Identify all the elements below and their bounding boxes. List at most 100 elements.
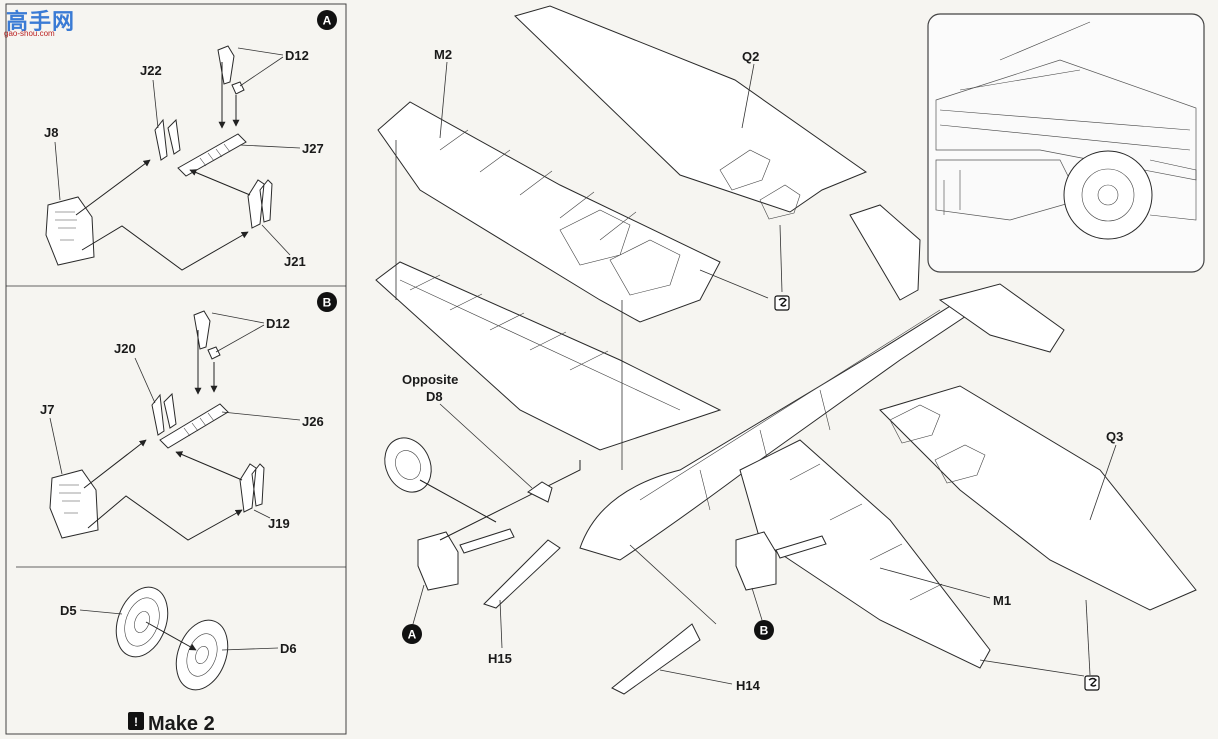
label-j20: J20	[114, 341, 136, 356]
label-j7: J7	[40, 402, 54, 417]
label-d12-a: D12	[285, 48, 309, 63]
label-d8: D8	[426, 389, 443, 404]
leader-j27	[239, 144, 301, 149]
part-lower-wing-ribs	[399, 274, 681, 411]
label-m2: M2	[434, 47, 452, 62]
leader-j19	[253, 509, 271, 519]
guide-m2-to-sensor	[699, 269, 769, 299]
label-j19: J19	[268, 516, 290, 531]
detail-inset-lines	[939, 21, 1191, 151]
leader-d8	[439, 403, 533, 489]
arrow-d5-to-d6	[145, 621, 197, 651]
main-assembly: Q2 M2 M1 Q3 Opposi	[375, 5, 1197, 695]
part-j20	[151, 392, 177, 436]
leader-callout-a	[412, 584, 425, 625]
leader-j7	[49, 417, 63, 475]
part-main-wheel-hub	[395, 450, 421, 480]
leader-j20	[134, 357, 156, 404]
part-d8	[527, 481, 553, 503]
part-q3	[879, 385, 1197, 611]
leader-d12-a2	[239, 56, 284, 87]
guide-q3-to-sensor	[1085, 599, 1091, 676]
part-j21	[247, 179, 273, 229]
panel-a: A D12 J27 J22 J8 J21	[44, 10, 337, 271]
part-m2	[377, 101, 721, 323]
callout-b-text: B	[760, 624, 769, 638]
detail-inset-struts	[943, 159, 1197, 221]
part-q3-fairings	[889, 404, 986, 484]
guide-m1-to-sensor	[979, 659, 1085, 677]
label-j21: J21	[284, 254, 306, 269]
part-m2-gear-bays	[559, 209, 681, 296]
leader-d12-a1	[237, 47, 284, 56]
part-j19	[239, 463, 265, 513]
part-m2-panels	[439, 129, 637, 241]
part-d5-hub	[124, 597, 160, 647]
part-d5-center	[134, 611, 150, 633]
make-2-note: Make 2	[148, 713, 215, 735]
arrow-j21-to-j27	[189, 169, 251, 196]
part-j22	[154, 118, 181, 161]
panel-b-badge-text: B	[323, 296, 332, 310]
panel-a-badge-text: A	[323, 14, 332, 28]
panel-wheel: D5 D6 ! Make 2	[60, 586, 297, 735]
arrow-wheel-to-strut	[419, 479, 497, 523]
detail-inset-wheel-hub	[1081, 168, 1135, 222]
part-fuselage	[579, 289, 992, 561]
sensor-icon-lower	[1088, 677, 1097, 687]
label-opposite: Opposite	[402, 372, 458, 387]
label-d5: D5	[60, 603, 77, 618]
leader-j21	[261, 224, 291, 256]
label-q2: Q2	[742, 49, 759, 64]
part-gear-bay-a	[417, 531, 459, 591]
label-h14: H14	[736, 678, 761, 693]
leader-h14-from-fuselage	[629, 544, 717, 625]
part-gear-strut-b	[775, 535, 827, 559]
leader-j22	[152, 79, 159, 129]
arrow-j8-to-j21	[81, 225, 249, 271]
leader-d6	[221, 647, 279, 651]
part-j8	[45, 196, 95, 266]
detail-inset-gear-door	[935, 159, 1081, 221]
part-j7-detail	[59, 484, 81, 514]
part-j7	[49, 469, 99, 539]
arrow-j7-to-j20	[83, 439, 147, 489]
panel-a-badge	[317, 10, 337, 30]
leader-j26	[221, 411, 301, 421]
part-j27	[177, 133, 247, 177]
label-q3: Q3	[1106, 429, 1123, 444]
part-h14	[611, 623, 701, 695]
part-m1-panels	[789, 463, 943, 601]
part-d12-a2	[231, 81, 245, 95]
part-d12-a1	[217, 45, 235, 85]
label-j26: J26	[302, 414, 324, 429]
arrow-j7-to-j19	[87, 495, 243, 541]
part-d6-center	[195, 645, 209, 665]
panel-b: B D12 J26 J20 J7 J19	[40, 292, 337, 541]
arrow-gear-a-to-wing	[439, 460, 581, 541]
part-fuselage-lines	[639, 309, 941, 511]
part-vertical-tail	[849, 204, 921, 301]
leader-d12-b2	[215, 324, 265, 353]
arrow-j8-to-j22	[75, 159, 151, 216]
leader-callout-b	[751, 587, 763, 621]
part-j26-spring	[183, 412, 215, 437]
make-2-alert-mark: !	[134, 715, 138, 729]
part-gear-bay-b	[735, 531, 777, 591]
part-d12-b2	[207, 346, 221, 360]
detail-inset	[927, 13, 1205, 273]
part-d5	[115, 586, 169, 658]
arrow-j19-to-j26	[175, 451, 243, 481]
leader-q3	[1089, 444, 1117, 521]
label-j22: J22	[140, 63, 162, 78]
part-d6	[175, 619, 229, 691]
label-h15: H15	[488, 651, 512, 666]
detail-inset-wheel-center	[1097, 184, 1119, 206]
leader-m1	[879, 567, 991, 599]
part-main-wheel	[384, 437, 432, 493]
leader-d5	[79, 609, 123, 615]
part-h15	[483, 539, 561, 609]
leader-h15	[499, 599, 503, 649]
leader-m2	[439, 61, 448, 139]
